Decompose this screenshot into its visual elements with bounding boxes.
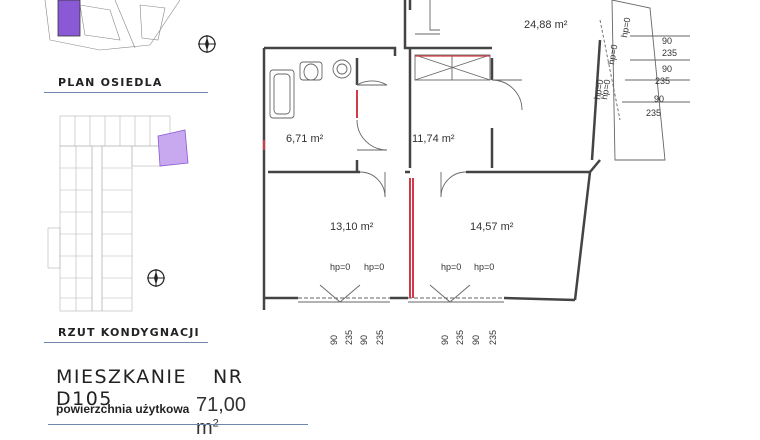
apartment-number: NR D105: [56, 366, 244, 410]
legend-panel: PLAN OSIEDLA RZUT KONDYGNACJI: [0, 0, 308, 439]
hp-note: hp=0: [364, 262, 384, 272]
dim-90: 90: [662, 64, 672, 74]
dim-90: 90: [329, 335, 339, 345]
north-compass-icon: [197, 34, 217, 59]
room-area-bedroom-2: 14,57 m²: [470, 221, 514, 233]
hp-note: hp=0: [474, 262, 494, 272]
dim-235: 235: [455, 330, 465, 345]
hp-note: hp=0: [441, 262, 461, 272]
dim-90: 90: [662, 36, 672, 46]
hp-note: hp=0: [592, 79, 605, 101]
divider: [48, 424, 308, 425]
dim-90: 90: [440, 335, 450, 345]
dim-90: 90: [471, 335, 481, 345]
dim-235: 235: [344, 330, 354, 345]
estate-plan-label: PLAN OSIEDLA: [58, 76, 163, 89]
hp-note: hp=0: [619, 17, 632, 39]
selected-building: [57, 0, 81, 37]
floor-plan-label: RZUT KONDYGNACJI: [58, 326, 200, 339]
north-compass-icon: [146, 268, 166, 293]
room-area-bedroom-1: 13,10 m²: [330, 221, 374, 233]
room-area-living: 24,88 m²: [524, 19, 568, 31]
area-label: powierzchnia użytkowa: [56, 402, 190, 416]
dim-235: 235: [655, 76, 670, 86]
dim-90: 90: [359, 335, 369, 345]
apartment-floor-plan: 24,88 m² 6,71 m² 11,74 m² 13,10 m² 14,57…: [262, 0, 690, 345]
apartment-label: MIESZKANIE: [56, 366, 188, 388]
dim-235: 235: [646, 108, 661, 118]
room-area-hall: 11,74 m²: [412, 133, 455, 145]
dim-90: 90: [654, 94, 664, 104]
dim-235: 235: [662, 48, 677, 58]
floor-key-plan: [47, 115, 189, 312]
dim-235: 235: [488, 330, 498, 345]
selected-apartment: [157, 129, 189, 167]
dim-235: 235: [375, 330, 385, 345]
room-area-bathroom: 6,71 m²: [286, 133, 324, 145]
hp-note: hp=0: [599, 79, 612, 101]
estate-plan-map: [44, 0, 181, 51]
area-value: 71,00 m2: [196, 394, 247, 439]
hp-note: hp=0: [330, 262, 350, 272]
divider: [44, 92, 208, 93]
hp-note: hp=0: [606, 44, 619, 66]
divider: [44, 342, 208, 343]
